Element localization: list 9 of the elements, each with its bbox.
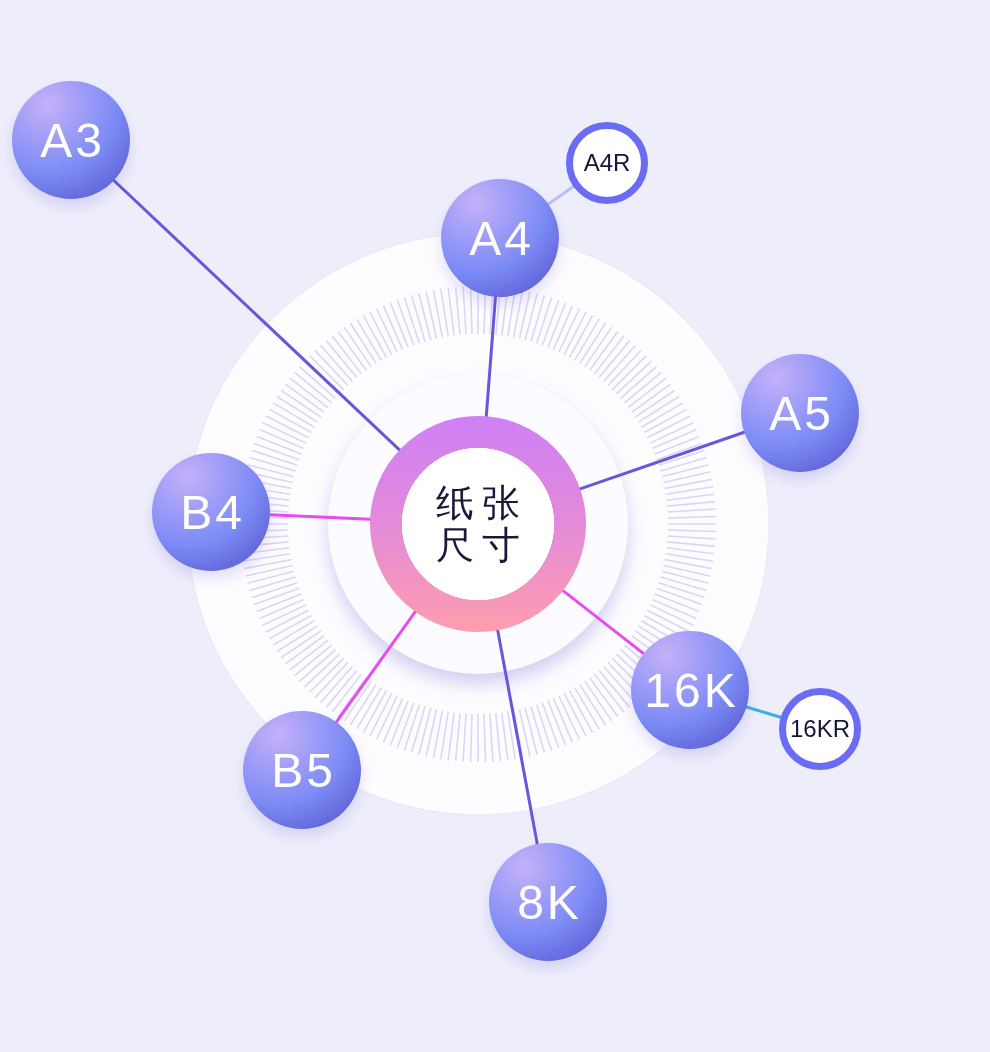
connector-line [578, 430, 746, 491]
connector-line [484, 295, 497, 418]
connector-line [268, 513, 372, 521]
connector-line [745, 705, 783, 719]
connector-line [112, 179, 401, 452]
connector-line [496, 628, 539, 846]
connector-line [334, 610, 417, 724]
connector-line [561, 589, 646, 656]
connector-line [546, 185, 575, 206]
